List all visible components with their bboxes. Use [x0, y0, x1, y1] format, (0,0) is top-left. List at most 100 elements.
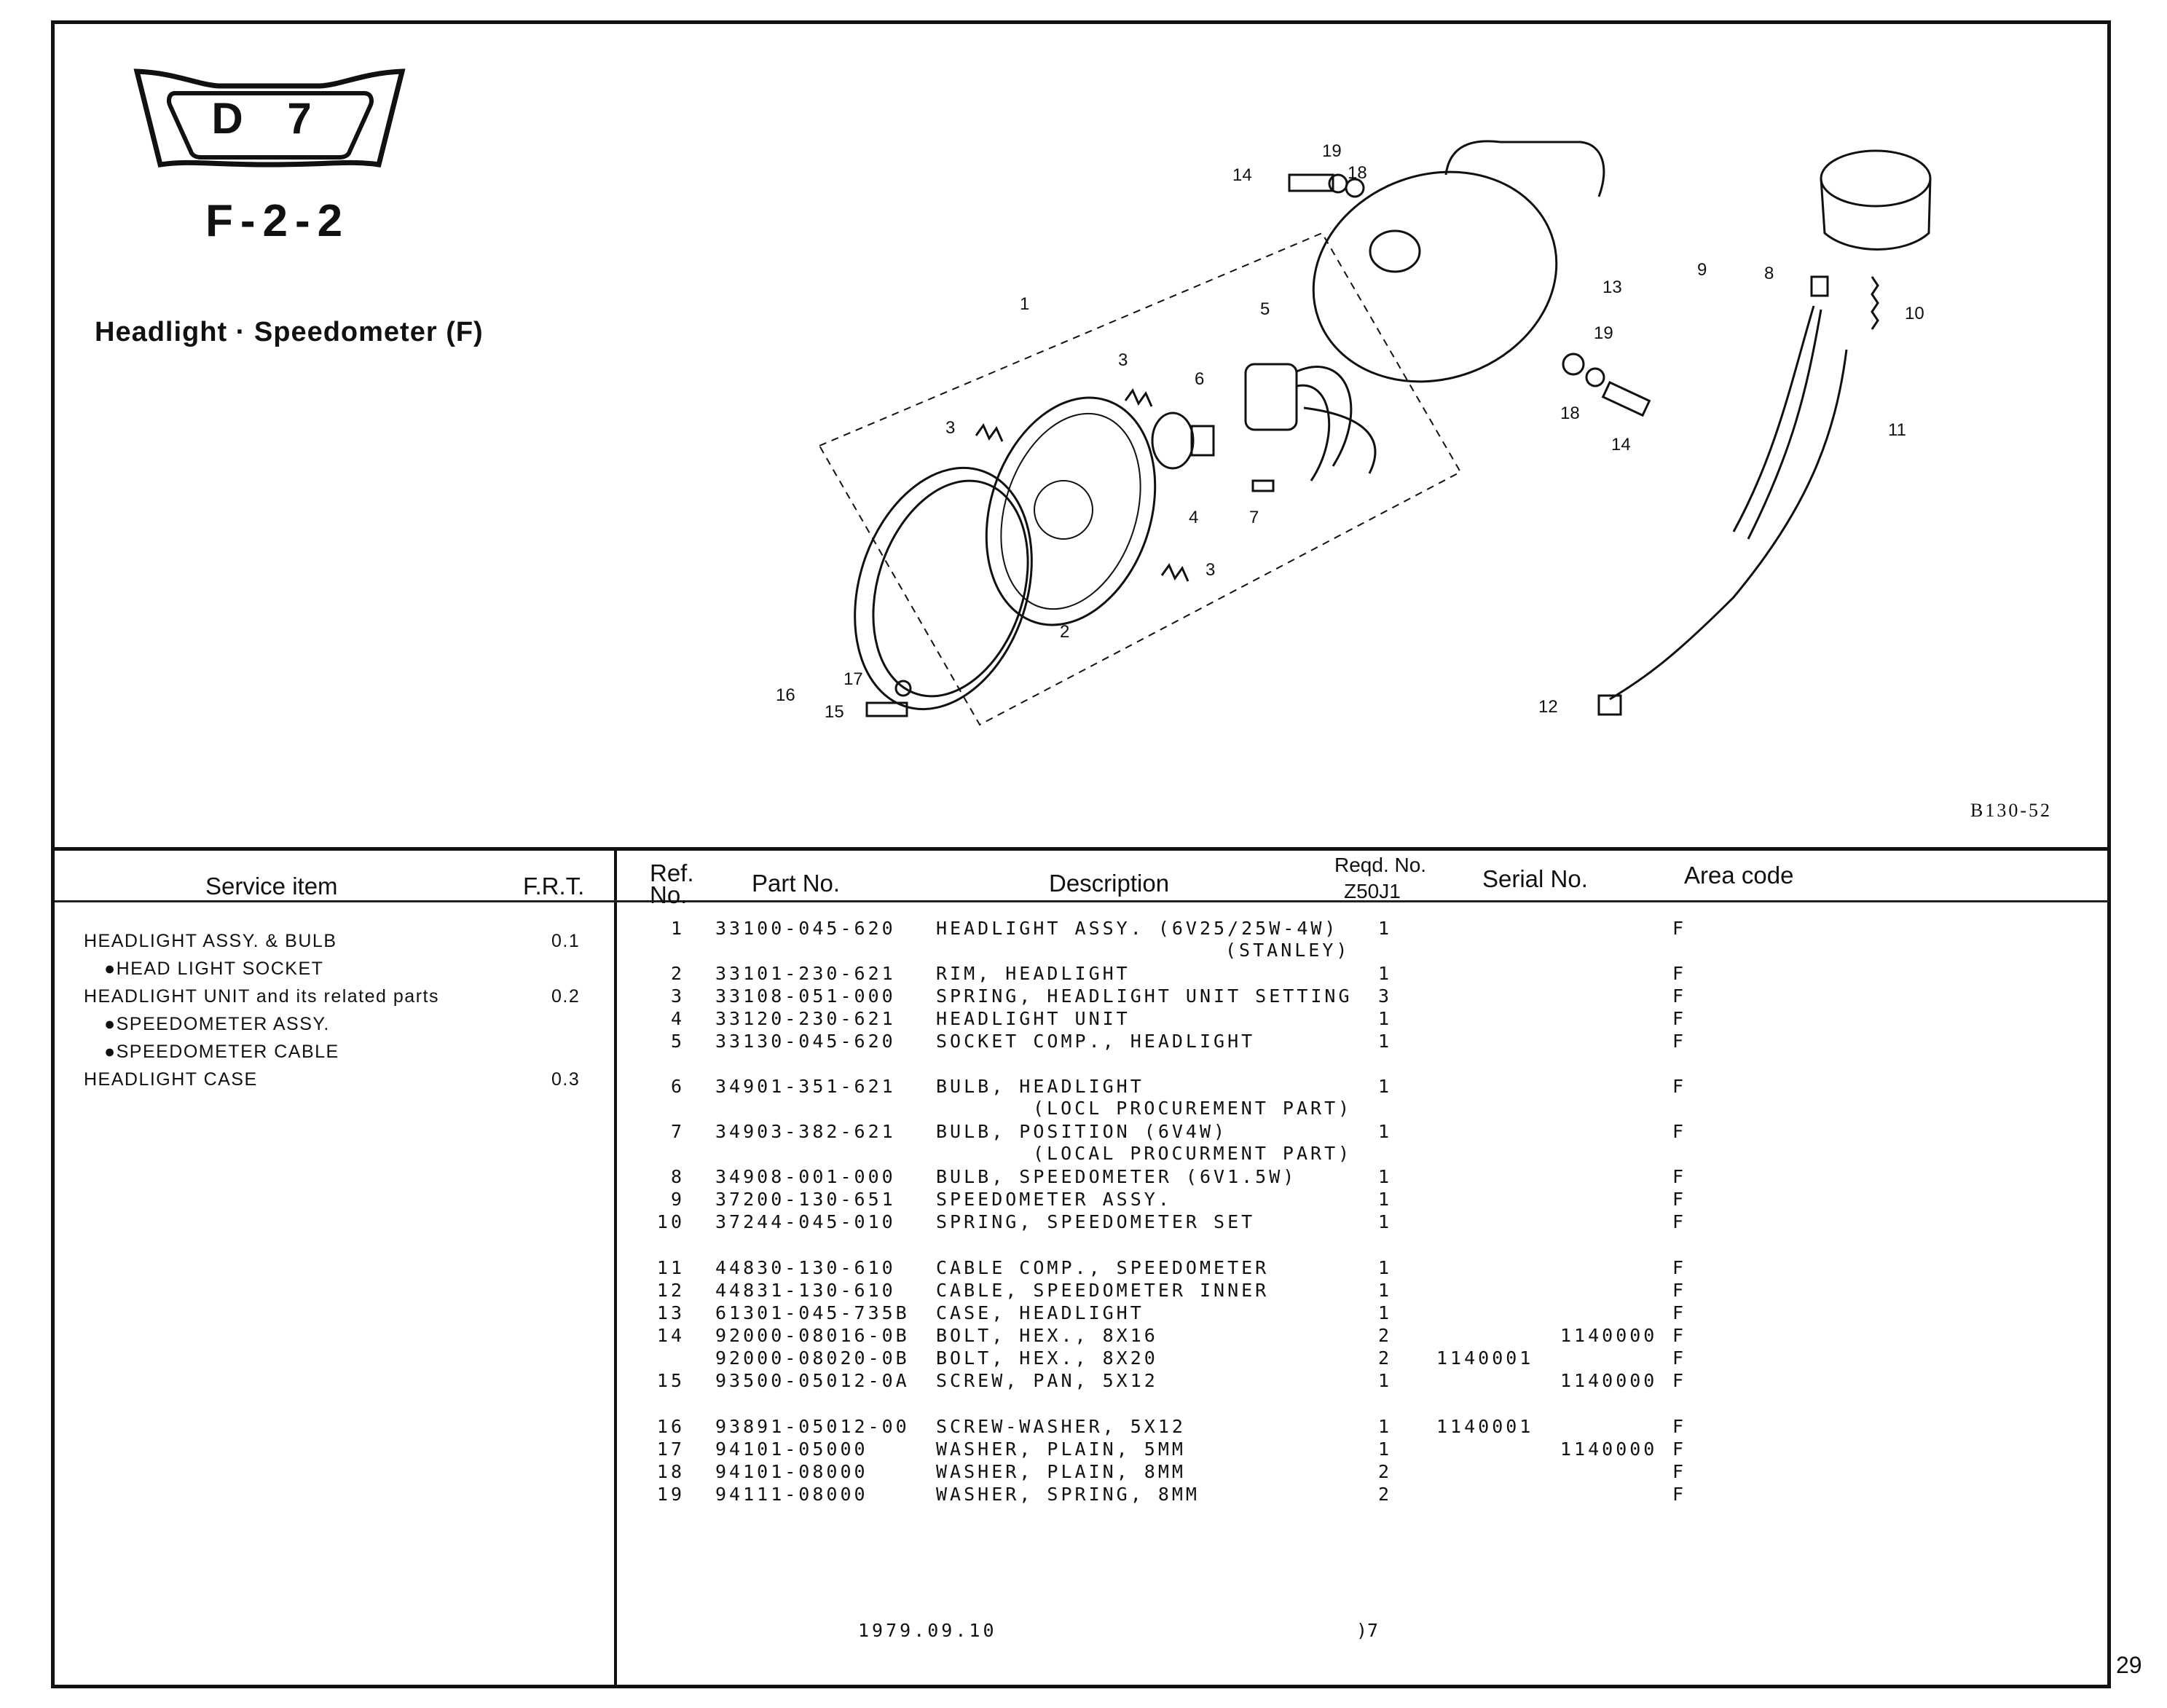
- section-badge: D 7: [131, 64, 408, 173]
- headlight-lens: [1000, 412, 1141, 610]
- part-qty: 1: [1378, 1370, 1393, 1391]
- callout-7: 7: [1249, 508, 1259, 527]
- part-qty: 1: [1378, 1439, 1393, 1460]
- part-number: 44831-130-610: [715, 1280, 896, 1301]
- part-description: BULB, HEADLIGHT: [936, 1076, 1144, 1097]
- callout-2: 2: [1060, 622, 1069, 642]
- part-qty: 2: [1378, 1347, 1393, 1369]
- part-serial-from: 1140001: [1436, 1416, 1534, 1437]
- part-description: RIM, HEADLIGHT: [936, 963, 1130, 984]
- part-area: F: [1672, 918, 1687, 939]
- service-item: HEADLIGHT UNIT and its related parts: [84, 986, 439, 1007]
- part-number: 37200-130-651: [715, 1189, 896, 1210]
- washer-top-b: [1345, 178, 1365, 198]
- part-serial-to: 1140000: [1560, 1439, 1658, 1460]
- service-item: ●SPEEDOMETER CABLE: [104, 1042, 339, 1062]
- speedometer-bulb: [1810, 275, 1829, 297]
- header-part-no: Part No.: [752, 870, 841, 897]
- callout-10: 10: [1905, 304, 1924, 323]
- callout-16: 16: [776, 685, 795, 705]
- callout-17: 17: [843, 669, 863, 689]
- part-serial-to: 1140000: [1560, 1370, 1658, 1391]
- part-qty: 1: [1378, 1280, 1393, 1301]
- part-qty: 1: [1378, 1031, 1393, 1052]
- part-area: F: [1672, 1211, 1687, 1232]
- callout-18: 18: [1560, 404, 1580, 423]
- header-description: Description: [1049, 870, 1170, 897]
- part-serial-to: 1140000: [1560, 1325, 1658, 1346]
- part-number: 33100-045-620: [715, 918, 896, 939]
- part-description: HEADLIGHT ASSY. (6V25/25W-4W): [936, 918, 1339, 939]
- part-qty: 1: [1378, 1189, 1393, 1210]
- header-area-code: Area code: [1684, 862, 1794, 889]
- position-bulb: [1251, 479, 1275, 492]
- part-ref: 6: [670, 1076, 685, 1097]
- service-row: HEADLIGHT UNIT and its related parts 0.2: [84, 986, 594, 1014]
- part-ref: 14: [656, 1325, 685, 1346]
- part-ref: 3: [670, 985, 685, 1007]
- headlight-bulb: [1151, 412, 1195, 470]
- part-description: SPEEDOMETER ASSY.: [936, 1189, 1172, 1210]
- callout-3: 3: [1118, 350, 1128, 370]
- callout-5: 5: [1260, 299, 1270, 319]
- case-mount: [1444, 140, 1605, 197]
- page-frame: [51, 20, 2111, 1688]
- part-number: 93500-05012-0A: [715, 1370, 910, 1391]
- header-reqd-2: Z50J1: [1344, 880, 1401, 902]
- part-description: WASHER, PLAIN, 8MM: [936, 1461, 1186, 1482]
- part-ref: 16: [656, 1416, 685, 1437]
- spring-b: [1124, 387, 1153, 407]
- header-ref-1: Ref.: [650, 859, 694, 886]
- part-area: F: [1672, 1031, 1687, 1052]
- callout-3: 3: [945, 418, 955, 438]
- part-number: 94101-05000: [715, 1439, 868, 1460]
- part-ref: 2: [670, 963, 685, 984]
- part-qty: 2: [1378, 1484, 1393, 1505]
- part-area: F: [1672, 985, 1687, 1007]
- part-number: 44830-130-610: [715, 1257, 896, 1278]
- part-ref: 9: [670, 1189, 685, 1210]
- part-number: 92000-08020-0B: [715, 1347, 910, 1369]
- part-qty: 1: [1378, 1211, 1393, 1232]
- footer-date: 1979.09.10: [858, 1620, 997, 1641]
- part-number: 33108-051-000: [715, 985, 896, 1007]
- part-ref: 18: [656, 1461, 685, 1482]
- part-description: CABLE, SPEEDOMETER INNER: [936, 1280, 1270, 1301]
- part-description-2: (LOCAL PROCURMENT PART): [1033, 1143, 1353, 1164]
- section-code: F-2-2: [205, 196, 350, 246]
- part-area: F: [1672, 1325, 1687, 1346]
- service-item: ●HEAD LIGHT SOCKET: [104, 959, 324, 979]
- part-ref: 13: [656, 1302, 685, 1323]
- case-hole: [1369, 229, 1421, 273]
- column-divider: [614, 851, 617, 1687]
- part-description: CABLE COMP., SPEEDOMETER: [936, 1257, 1270, 1278]
- part-area: F: [1672, 1439, 1687, 1460]
- part-qty: 1: [1378, 1121, 1393, 1142]
- part-area: F: [1672, 1416, 1687, 1437]
- part-ref: 17: [656, 1439, 685, 1460]
- service-item: HEADLIGHT ASSY. & BULB: [84, 931, 337, 951]
- spring-c: [1160, 562, 1189, 582]
- part-serial-from: 1140001: [1436, 1347, 1534, 1369]
- part-ref: 19: [656, 1484, 685, 1505]
- part-qty: 1: [1378, 1008, 1393, 1029]
- part-description: WASHER, SPRING, 8MM: [936, 1484, 1200, 1505]
- part-qty: 1: [1378, 1166, 1393, 1187]
- part-ref: 10: [656, 1211, 685, 1232]
- part-area: F: [1672, 1076, 1687, 1097]
- part-number: 33101-230-621: [715, 963, 896, 984]
- exploded-diagram: 1 2 3 3 3 4 5 6 7 8 9 10 11 12 13 14 14 …: [776, 140, 1932, 726]
- washer-side-b: [1585, 367, 1605, 387]
- service-row: ●SPEEDOMETER CABLE: [84, 1042, 594, 1069]
- part-number: 93891-05012-00: [715, 1416, 910, 1437]
- part-description: SCREW-WASHER, 5X12: [936, 1416, 1186, 1437]
- header-reqd-1: Reqd. No.: [1334, 854, 1427, 876]
- part-description: CASE, HEADLIGHT: [936, 1302, 1144, 1323]
- footer-page-code: )7: [1356, 1620, 1379, 1641]
- part-qty: 2: [1378, 1325, 1393, 1346]
- part-qty: 1: [1378, 1416, 1393, 1437]
- part-number: 37244-045-010: [715, 1211, 896, 1232]
- part-area: F: [1672, 1008, 1687, 1029]
- part-qty: 1: [1378, 1076, 1393, 1097]
- part-area: F: [1672, 1121, 1687, 1142]
